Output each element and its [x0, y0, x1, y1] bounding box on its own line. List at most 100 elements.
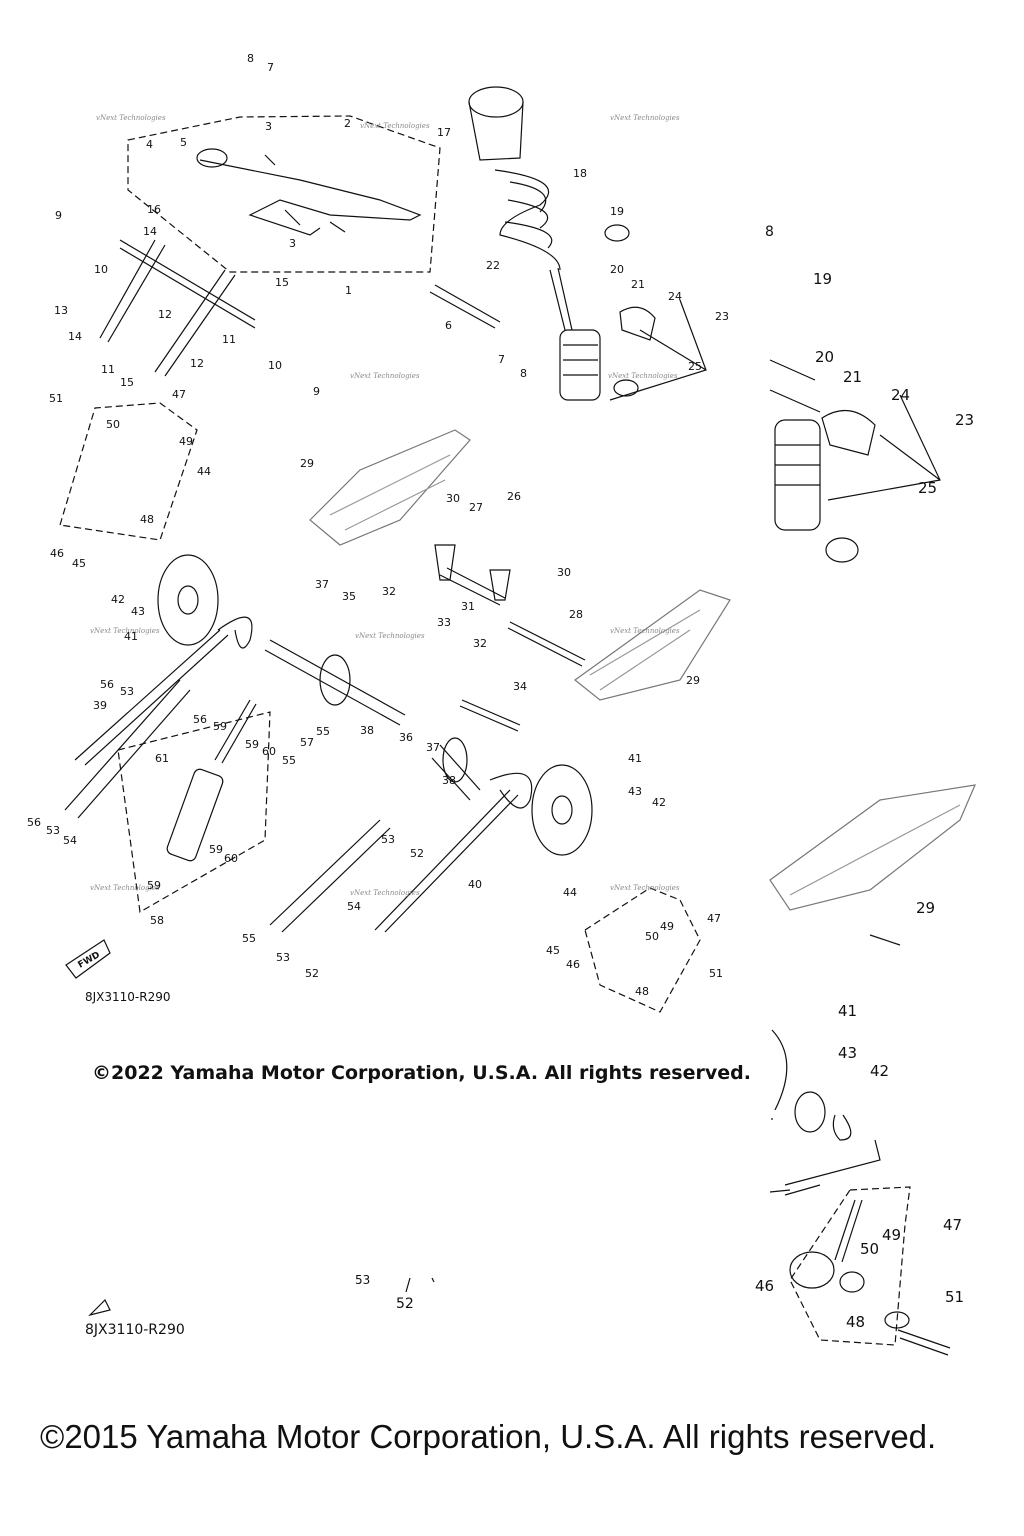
shock-body-23: [559, 329, 601, 401]
part-label: 61: [155, 752, 169, 765]
idler-wheel-zoom: [771, 1029, 788, 1111]
part-label: 32: [473, 637, 487, 650]
part-label: 27: [469, 501, 483, 514]
part-label: 2: [344, 117, 351, 130]
part-label: 3: [289, 237, 296, 250]
part-label: 6: [445, 319, 452, 332]
part-label: 25: [688, 360, 702, 373]
part-label: 57: [300, 736, 314, 749]
part-label: 14: [143, 225, 157, 238]
part-label: 22: [486, 259, 500, 272]
part-label: 20: [815, 348, 834, 366]
part-label: 30: [557, 566, 571, 579]
part-label: 21: [843, 368, 862, 386]
part-label: 5: [180, 136, 187, 149]
part-label: 60: [224, 852, 238, 865]
part-label: 37: [315, 578, 329, 591]
part-label: 9: [55, 209, 62, 222]
part-label: 47: [707, 912, 721, 925]
part-label: 41: [838, 1002, 857, 1020]
part-label: 46: [50, 547, 64, 560]
part-label: 43: [838, 1044, 857, 1062]
part-label: 41: [124, 630, 138, 643]
part-label: 53: [381, 833, 395, 846]
watermark: vNext Technologies: [355, 632, 425, 640]
part-label: 44: [197, 465, 211, 478]
part-label: 20: [610, 263, 624, 276]
part-label: 14: [68, 330, 82, 343]
spring-18: [494, 169, 561, 271]
part-label: 52: [305, 967, 319, 980]
fragment-label: 53: [355, 1273, 370, 1287]
link-arm-54-left: [64, 679, 191, 819]
part-label: 12: [190, 357, 204, 370]
part-label: 16: [147, 203, 161, 216]
part-label: 39: [93, 699, 107, 712]
part-label: 50: [645, 930, 659, 943]
part-label: 33: [437, 616, 451, 629]
spring-seat-24-zoom: [821, 409, 876, 456]
part-label: 60: [262, 745, 276, 758]
watermark: vNext Technologies: [360, 122, 430, 130]
part-label: 45: [72, 557, 86, 570]
shaft-34: [459, 699, 521, 732]
diagram-code-fragment: 8JX3110-R290: [85, 1322, 185, 1338]
part-label: 56: [100, 678, 114, 691]
part-label: 8: [247, 52, 254, 65]
part-label: 56: [27, 816, 41, 829]
part-label: 41: [628, 752, 642, 765]
assembly-1-outline: [127, 115, 441, 273]
part-label: 59: [147, 879, 161, 892]
part-label: 19: [610, 205, 624, 218]
part-label: 18: [573, 167, 587, 180]
part-label: 35: [342, 590, 356, 603]
watermark: vNext Technologies: [96, 114, 166, 122]
part-label: 55: [282, 754, 296, 767]
part-label: 38: [442, 774, 456, 787]
part-label: 9: [313, 385, 320, 398]
spring-seat-24: [619, 306, 656, 341]
part-label: 53: [276, 951, 290, 964]
part-label: 50: [860, 1240, 879, 1258]
part-label: 49: [179, 435, 193, 448]
part-label: 48: [635, 985, 649, 998]
shock-body-23-zoom: [774, 419, 821, 531]
cross-shaft: [264, 639, 406, 726]
part-label: 45: [546, 944, 560, 957]
bracket-47-right-outline: [584, 887, 701, 1013]
part-label: 58: [150, 914, 164, 927]
fwd-arrow-fragment: [88, 1298, 111, 1317]
idler-wheel-left: [157, 554, 219, 646]
part-label: 12: [158, 308, 172, 321]
watermark: vNext Technologies: [90, 627, 160, 635]
watermark: vNext Technologies: [610, 114, 680, 122]
part-label: 54: [63, 834, 77, 847]
part-label: 53: [120, 685, 134, 698]
part-label: 46: [566, 958, 580, 971]
watermark: vNext Technologies: [350, 372, 420, 380]
idler-wheel-right: [531, 764, 593, 856]
part-label: 50: [106, 418, 120, 431]
part-label: 48: [140, 513, 154, 526]
slide-rail-zoom: [769, 784, 976, 911]
part-label: 10: [94, 263, 108, 276]
shock-58-outline: [117, 711, 271, 913]
shaft-6: [429, 284, 501, 329]
part-label: 29: [686, 674, 700, 687]
fragment-label: 8: [765, 224, 774, 240]
part-label: 48: [846, 1313, 865, 1331]
part-label: 24: [668, 290, 682, 303]
part-label: 43: [628, 785, 642, 798]
shaft-11: [119, 239, 256, 329]
part-label: 4: [146, 138, 153, 151]
part-label: 51: [945, 1288, 964, 1306]
part-label: 43: [131, 605, 145, 618]
part-label: 37: [426, 741, 440, 754]
bump-stop-17: [468, 86, 524, 118]
part-label: 15: [120, 376, 134, 389]
slide-rail-lower: [574, 589, 731, 701]
part-label: 42: [870, 1062, 889, 1080]
part-label: 17: [437, 126, 451, 139]
part-label: 29: [916, 899, 935, 917]
